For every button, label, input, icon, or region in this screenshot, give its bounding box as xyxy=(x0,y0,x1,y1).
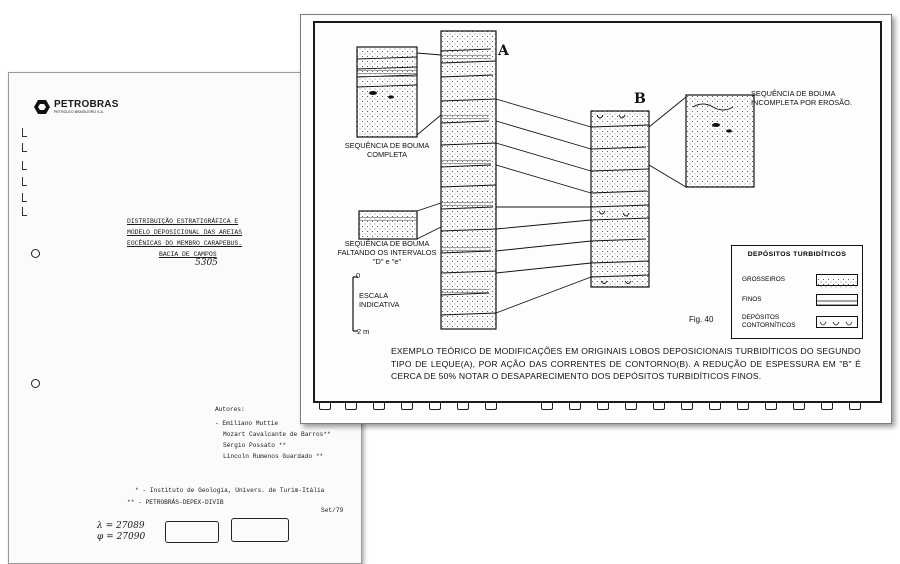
author: Lincoln Rumenos Guardado ** xyxy=(223,453,324,460)
legend-swatch-coarse xyxy=(816,274,858,288)
legend-item-fine: FINOS xyxy=(742,296,762,303)
perforation xyxy=(485,403,497,410)
margin-mark xyxy=(22,143,27,152)
petrobras-hexagon-icon xyxy=(34,100,50,114)
correlation-lines xyxy=(495,98,592,314)
perforation xyxy=(541,403,553,410)
scale-top-value: 0 xyxy=(356,271,361,280)
column-a xyxy=(440,30,497,330)
scale-bottom-value: 2 m xyxy=(357,327,370,336)
margin-mark xyxy=(22,193,27,202)
affiliation: * - Instituto de Geologia, Univers. de T… xyxy=(135,487,325,494)
legend-item-coarse: GROSSEIROS xyxy=(742,276,785,283)
perforation xyxy=(319,403,331,410)
perforation xyxy=(765,403,777,410)
legend-swatch-contourite xyxy=(816,316,858,328)
perforation xyxy=(373,403,385,410)
binder-hole xyxy=(31,249,40,258)
perforation xyxy=(401,403,413,410)
margin-mark xyxy=(22,161,27,170)
report-title-line: BACIA DE CAMPOS xyxy=(159,251,217,258)
brand-name: PETROBRAS xyxy=(54,99,119,110)
authors-label: Autores: xyxy=(215,406,245,413)
margin-mark xyxy=(22,207,27,216)
perforation xyxy=(569,403,581,410)
brand-subtitle: PETRÓLEO BRASILEIRO S.A. xyxy=(54,110,104,114)
scale-bar xyxy=(352,276,358,332)
margin-mark xyxy=(22,128,27,137)
label-a: A xyxy=(498,43,509,59)
figure-caption: EXEMPLO TEÓRICO DE MODIFICAÇÕES EM ORIGI… xyxy=(391,346,861,381)
report-title-line: DISTRIBUIÇÃO ESTRATIGRÁFICA E xyxy=(127,218,239,225)
archive-stamp xyxy=(165,521,219,543)
handwritten-number: 5305 xyxy=(195,258,218,268)
perforation xyxy=(737,403,749,410)
stratigraphic-figure xyxy=(352,30,755,332)
bouma-complete-block xyxy=(356,46,442,138)
legend-box: DEPÓSITOS TURBIDÍTICOS GROSSEIROS FINOS … xyxy=(731,245,863,339)
archive-stamp xyxy=(231,518,289,542)
perforation xyxy=(625,403,637,410)
bouma-missing-block xyxy=(358,202,442,240)
legend-item-contourite: DEPÓSITOS CONTORNÍTICOS xyxy=(742,314,796,329)
author: Mozart Cavalcante de Barros** xyxy=(223,431,331,438)
legend-title: DEPÓSITOS TURBIDÍTICOS xyxy=(747,251,847,258)
figure-number: Fig. 40 xyxy=(689,315,714,324)
perforation xyxy=(345,403,357,410)
margin-mark xyxy=(22,177,27,186)
handwritten-note: φ = 27090 xyxy=(97,532,146,542)
perforation xyxy=(597,403,609,410)
handwritten-note: λ = 27089 xyxy=(97,521,145,531)
legend-swatch-fine xyxy=(816,294,858,306)
perforation xyxy=(709,403,721,410)
perforation xyxy=(457,403,469,410)
label-b: B xyxy=(634,91,646,107)
binder-hole xyxy=(31,379,40,388)
petrobras-logo: PETROBRAS PETRÓLEO BRASILEIRO S.A. xyxy=(33,99,119,115)
perforation xyxy=(821,403,833,410)
author: - Emiliano Muttie xyxy=(215,420,279,427)
column-b xyxy=(590,110,650,288)
author: Sérgio Possato ** xyxy=(223,442,287,449)
figure-frame xyxy=(313,21,882,403)
perforation xyxy=(429,403,441,410)
perforation xyxy=(849,403,861,410)
perforation xyxy=(653,403,665,410)
perforation xyxy=(681,403,693,410)
bouma-eroded-block xyxy=(648,94,755,188)
report-title-line: MODELO DEPOSICIONAL DAS AREIAS xyxy=(127,229,243,236)
report-date: Set/79 xyxy=(321,507,344,514)
report-title-line: EOCÊNICAS DO MEMBRO CARAPEBUS. xyxy=(127,240,243,247)
affiliation: ** - PETROBRÁS-DEPEX-DIVIB xyxy=(127,499,224,506)
perforation xyxy=(793,403,805,410)
